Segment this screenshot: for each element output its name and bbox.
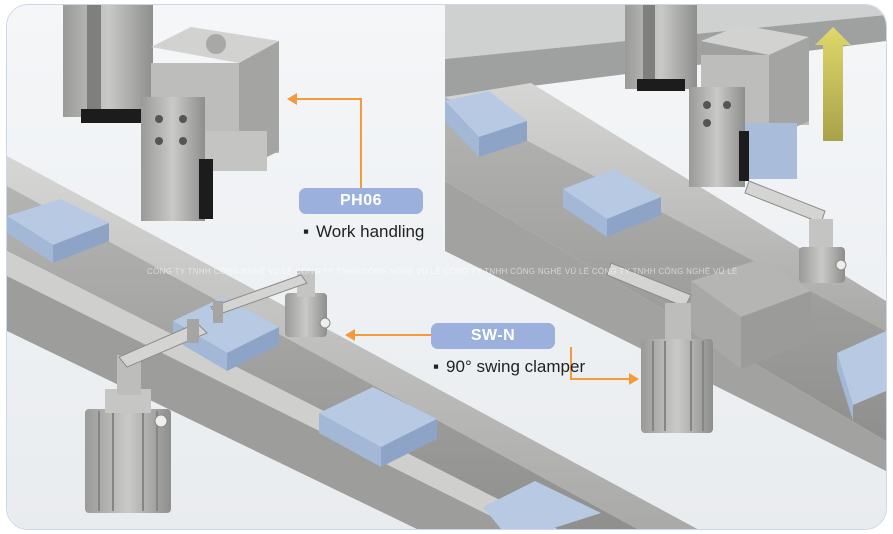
parallel-gripper-left <box>63 5 279 221</box>
workpiece <box>837 331 886 421</box>
callout-description-ph06: ▪ Work handling <box>303 222 424 242</box>
swing-clamper-front <box>85 319 208 513</box>
bullet-icon: ▪ <box>303 222 310 241</box>
conveyor-scene <box>7 5 886 529</box>
swing-clamper-right-lower <box>606 262 713 433</box>
callout-arrow-ph06 <box>287 93 362 189</box>
callout-badge-ph06: PH06 <box>299 188 423 214</box>
workpiece <box>563 169 661 237</box>
left-conveyor <box>7 156 698 529</box>
workpiece <box>7 199 109 263</box>
callout-badge-swn: SW-N <box>431 323 555 349</box>
callout-arrow-swn-left <box>345 329 431 341</box>
callout-text-swn: 90° swing clamper <box>446 357 586 376</box>
workpiece <box>483 481 601 529</box>
callout-arrow-swn-right <box>570 347 639 385</box>
illustration-frame: CÔNG TY TNHH CÔNG NGHỆ VŨ LÊ CÔNG TY TNH… <box>6 4 887 530</box>
bullet-icon: ▪ <box>433 357 440 376</box>
right-workpieces <box>445 91 886 421</box>
callout-text-ph06: Work handling <box>316 222 425 241</box>
callout-description-swn: ▪ 90° swing clamper <box>433 357 585 377</box>
swing-clamper-right-upper <box>744 180 847 283</box>
lift-arrow-icon <box>815 27 851 141</box>
workpiece <box>319 387 437 467</box>
workpiece <box>445 91 527 157</box>
watermark-text: CÔNG TY TNHH CÔNG NGHỆ VŨ LÊ CÔNG TY TNH… <box>147 267 738 276</box>
parallel-gripper-right <box>625 5 809 187</box>
swing-clamper-rear <box>210 271 331 337</box>
